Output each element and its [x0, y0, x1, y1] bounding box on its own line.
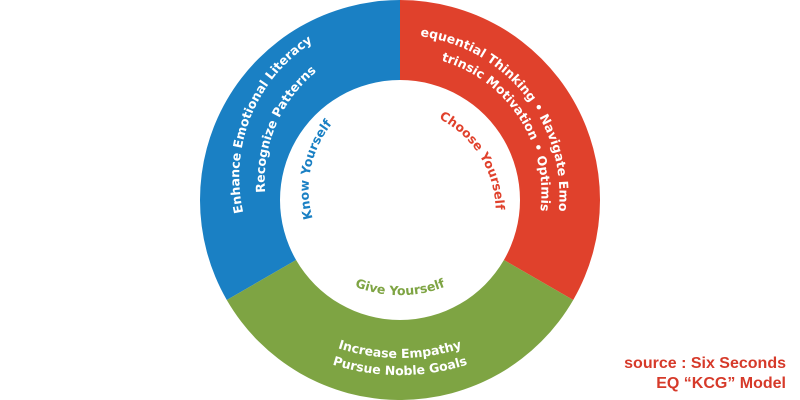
- segment-give: [226, 260, 574, 400]
- segment-choose: [400, 0, 601, 300]
- source-line-1: source : Six Seconds: [624, 355, 786, 372]
- know-yourself-label: Know Yourself: [296, 116, 334, 221]
- bullet-2: •: [530, 141, 548, 158]
- source-caption: source : Six Seconds EQ “KCG” Model: [624, 354, 786, 394]
- give-yourself-label: Give Yourself: [354, 275, 447, 298]
- segment-know: [199, 0, 400, 300]
- source-line-2: EQ “KCG” Model: [656, 375, 786, 392]
